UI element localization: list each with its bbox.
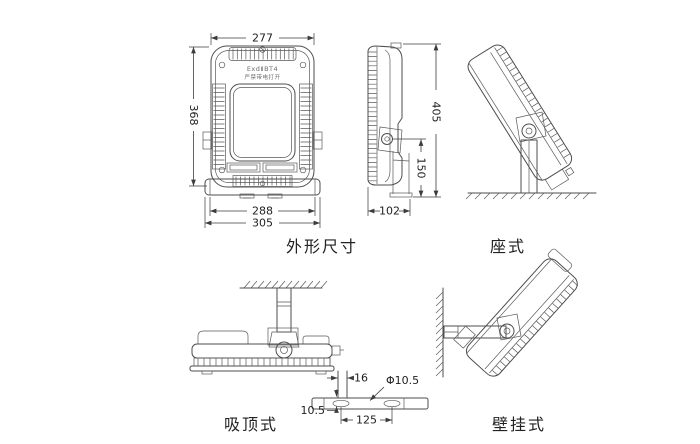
dim-10-5-label: 10.5 xyxy=(301,404,326,417)
dim-405: 405 xyxy=(403,43,443,198)
ground-hatch xyxy=(465,192,590,200)
wall-lamp-cap xyxy=(547,248,573,272)
bracket-tube xyxy=(337,370,348,399)
front-glass-window xyxy=(229,83,296,162)
dim-10-5: 10.5 xyxy=(301,389,339,417)
dim-305-label: 305 xyxy=(252,217,273,230)
front-right-fins xyxy=(299,83,313,170)
pedestal-pivot-bracket xyxy=(515,111,547,143)
dim-150: 150 xyxy=(393,138,428,197)
side-pivot-bracket xyxy=(377,126,403,154)
dim-368: 368 xyxy=(187,46,209,187)
dim-102-label: 102 xyxy=(379,205,400,218)
dim-288-label: 288 xyxy=(252,205,273,218)
bracket-slot-right xyxy=(383,399,401,408)
dim-288: 288 xyxy=(209,197,316,218)
front-bottom-fins xyxy=(232,175,293,187)
caption-wall-type: 壁挂式 xyxy=(491,415,546,434)
ceiling-connector xyxy=(331,345,341,356)
ceiling-hatch xyxy=(243,280,328,289)
dim-305: 305 xyxy=(204,197,321,230)
ceiling-lamp xyxy=(189,327,344,375)
dim-150-label: 150 xyxy=(415,158,428,179)
ceiling-view xyxy=(189,280,344,375)
wall-view xyxy=(435,248,579,378)
bracket-bar xyxy=(311,397,429,410)
side-view: 405 150 102 xyxy=(367,42,443,218)
dim-16: 16 xyxy=(327,372,368,385)
side-body-outline xyxy=(367,45,403,186)
ceiling-bracket xyxy=(268,331,300,348)
side-top-cap xyxy=(390,42,402,49)
side-pivot-bolt xyxy=(381,133,393,145)
front-right-tab xyxy=(312,131,323,150)
caption-pedestal-type: 座式 xyxy=(489,237,526,256)
caption-outline-dimensions: 外形尺寸 xyxy=(285,237,358,256)
side-fins xyxy=(368,51,377,182)
pedestal-lamp xyxy=(467,44,575,191)
wall-lamp xyxy=(453,248,579,377)
bracket-slot-left xyxy=(332,399,350,408)
front-left-tab xyxy=(202,131,213,150)
front-base xyxy=(204,178,321,199)
dim-368-label: 368 xyxy=(187,105,200,126)
pedestal-pivot-bolt xyxy=(521,123,537,139)
side-arm xyxy=(392,151,410,194)
dim-hole-diameter-label: Φ10.5 xyxy=(386,374,419,387)
dim-125-label: 125 xyxy=(356,414,377,427)
pedestal-view xyxy=(465,44,597,200)
front-view: ExdⅡBT4 严禁带电打开 277 xyxy=(187,32,323,230)
dim-277: 277 xyxy=(210,32,315,45)
dim-405-label: 405 xyxy=(430,102,443,123)
dim-102: 102 xyxy=(367,187,411,218)
ceiling-post xyxy=(276,287,292,333)
dim-277-label: 277 xyxy=(252,32,273,45)
front-terminal-covers xyxy=(226,162,298,173)
dim-16-label: 16 xyxy=(354,372,368,385)
wall-pivot-bolt xyxy=(499,323,515,339)
front-marking-line1: ExdⅡBT4 xyxy=(247,65,278,73)
dim-125: 125 xyxy=(340,407,393,427)
caption-ceiling-type: 吸顶式 xyxy=(223,415,278,434)
bracket-detail: 16 Φ10.5 10.5 125 xyxy=(301,370,429,427)
pedestal-junction-box xyxy=(544,168,570,191)
ceiling-pivot-bolt xyxy=(275,341,293,359)
front-screws xyxy=(218,46,307,187)
wall-junction-box xyxy=(453,325,476,349)
front-left-fins xyxy=(212,83,226,170)
dim-hole-diameter: Φ10.5 xyxy=(369,374,419,401)
side-foot xyxy=(389,192,413,198)
front-body-outline xyxy=(210,45,315,188)
wall-hatch xyxy=(435,291,444,377)
wall-pivot-bracket xyxy=(496,313,522,341)
front-marking-line2: 严禁带电打开 xyxy=(244,73,280,81)
front-top-fins xyxy=(228,47,297,61)
